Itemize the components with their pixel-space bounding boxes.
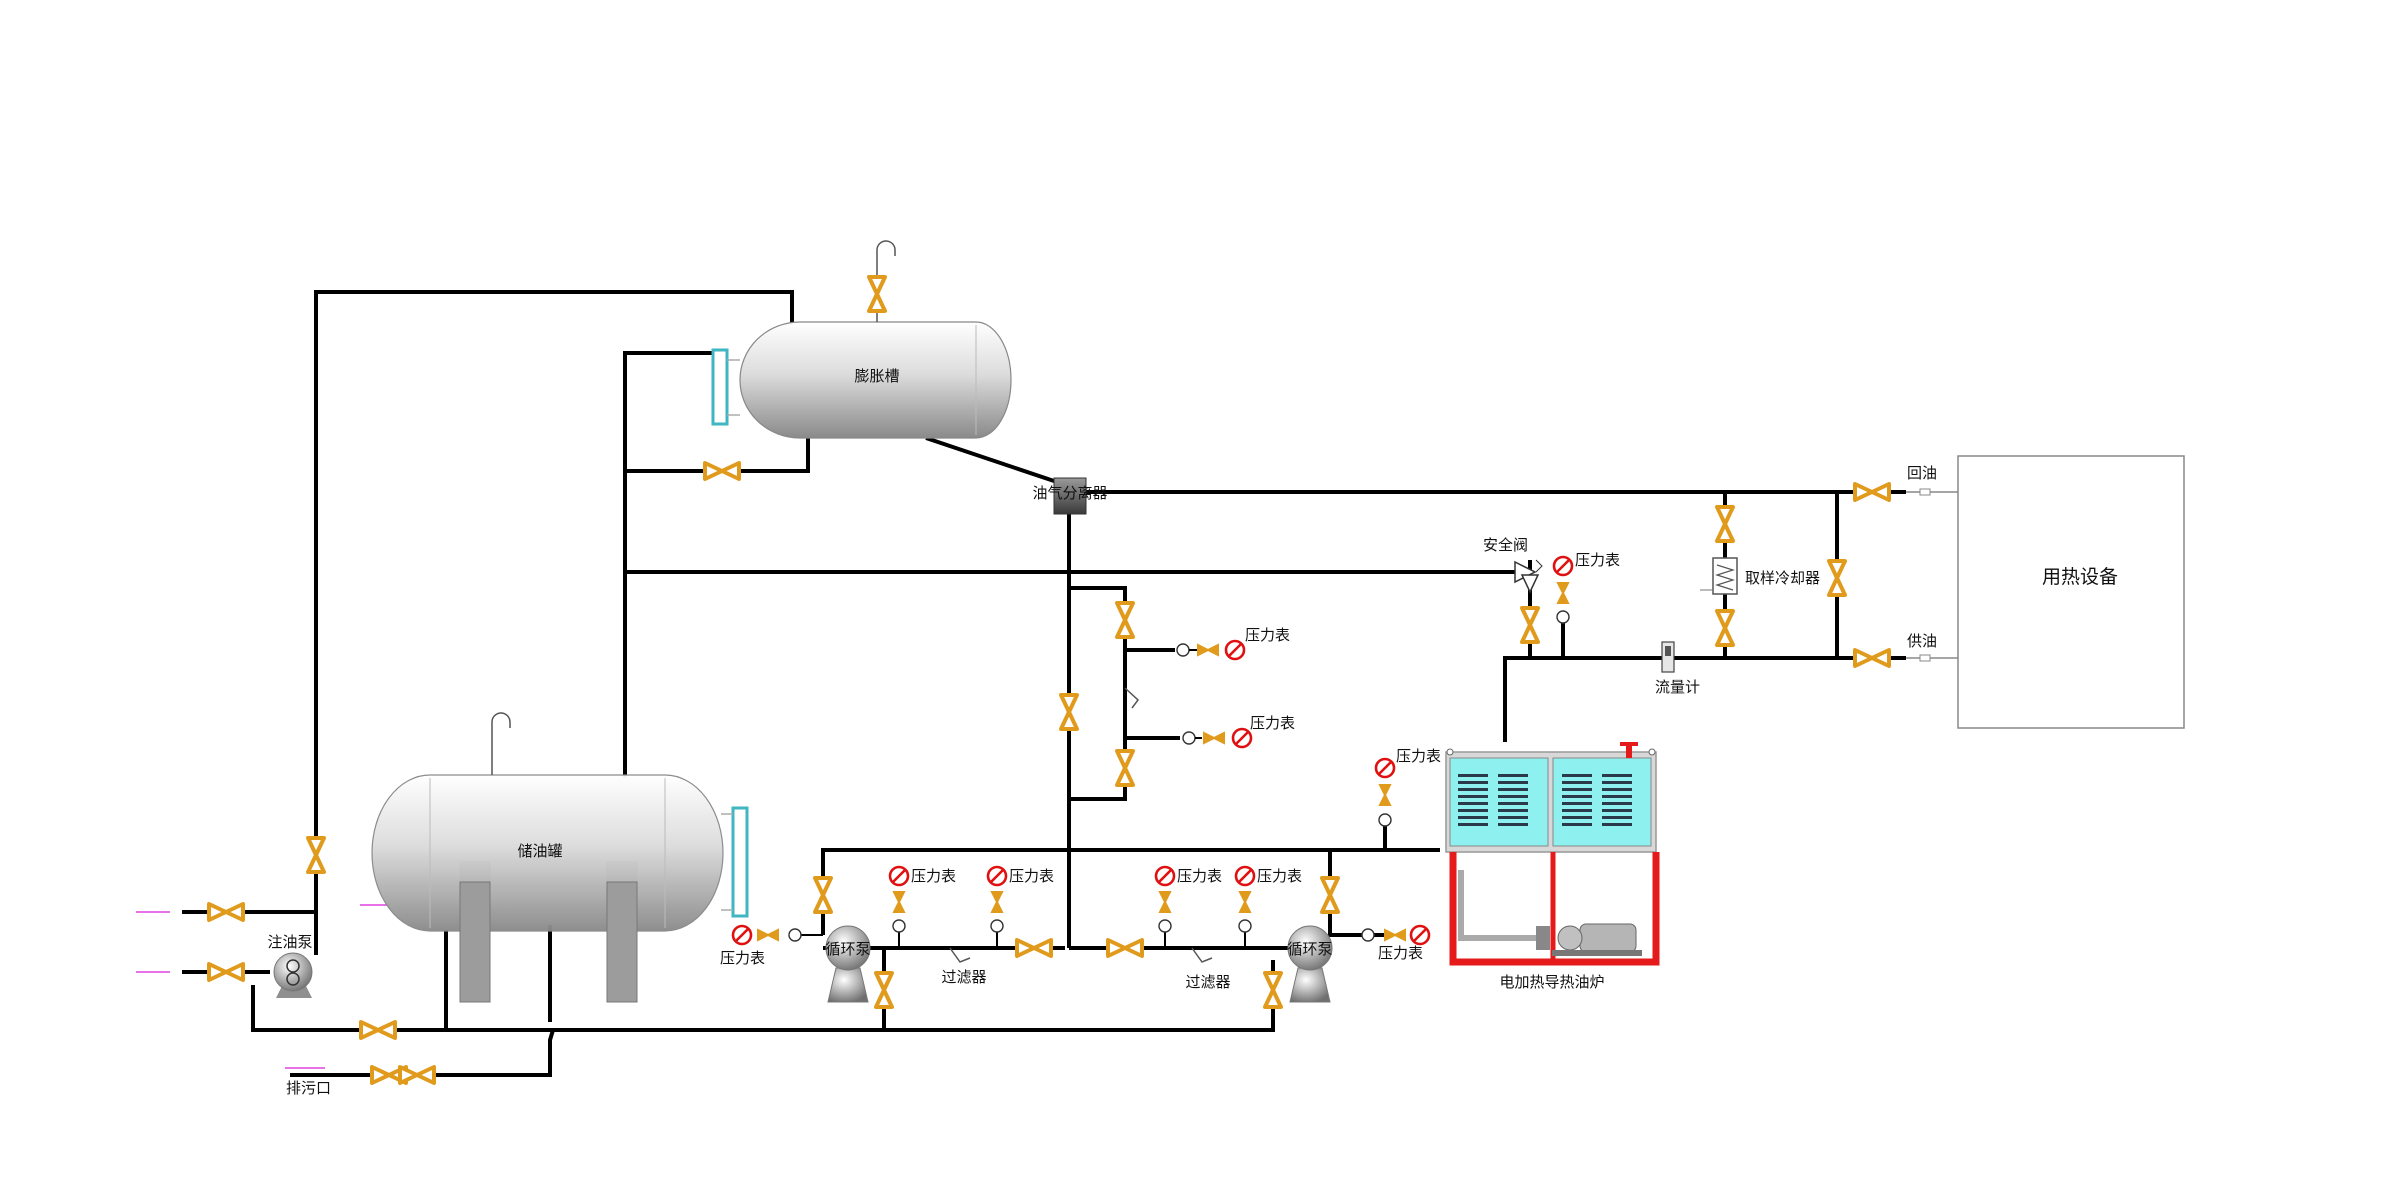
- injection-line-valve: [306, 836, 326, 874]
- pressure-gauge-pump2-a: 压力表: [1154, 865, 1222, 948]
- heat-equipment: 用热设备: [1957, 455, 2185, 729]
- electric-heater: 电加热导热油炉: [1445, 742, 1660, 991]
- supply-oil-connection: 供油: [1906, 632, 1958, 662]
- pressure-gauge-label: 压力表: [1257, 867, 1302, 885]
- oil-gas-separator: 油气分离器: [1032, 477, 1108, 515]
- return-oil-label: 回油: [1907, 464, 1937, 482]
- pipe-network: [182, 290, 1906, 1077]
- storage-tank: 储油罐: [371, 712, 724, 1003]
- sample-cooler: 取样冷却器: [1700, 557, 1820, 595]
- drain-valve-2: [398, 1065, 436, 1085]
- expansion-tank: 膨胀槽: [739, 240, 1012, 439]
- pressure-gauges: 压力表 压力表 压力表 压力表: [720, 551, 1620, 967]
- pressure-gauge-label: 压力表: [1250, 714, 1295, 732]
- flow-meter-label: 流量计: [1655, 678, 1700, 696]
- gauge-branch-valve-2: [1115, 749, 1135, 787]
- pressure-gauge-supply: 压力表: [1552, 551, 1620, 624]
- circulation-pump-2-label: 循环泵: [1287, 940, 1332, 958]
- filter-1: 过滤器: [941, 947, 987, 986]
- safety-valve-isolation: [1520, 606, 1540, 644]
- return-oil-connection: 回油: [1906, 464, 1958, 496]
- pressure-gauge-label: 压力表: [1245, 626, 1290, 644]
- circulation-pump-1-label: 循环泵: [825, 940, 870, 958]
- pressure-gauge-pump2-b: 压力表: [1234, 865, 1302, 948]
- return-oil-valve: [1853, 482, 1891, 502]
- inlet-valve-1: [207, 902, 245, 922]
- pressure-gauge-label: 压力表: [1009, 867, 1054, 885]
- check-valve: [1124, 687, 1140, 709]
- safety-valve-label: 安全阀: [1483, 536, 1528, 554]
- pressure-gauge-pump1-suction: 压力表: [720, 924, 823, 967]
- circulation-pump-1: 循环泵: [825, 925, 871, 1003]
- pressure-gauge-label: 压力表: [911, 867, 956, 885]
- pressure-gauge-branch-2: 压力表: [1182, 714, 1295, 749]
- bypass-valve: [1827, 559, 1847, 597]
- pump2-suction-valve: [1320, 876, 1340, 914]
- pressure-gauge-branch-1: 压力表: [1176, 626, 1290, 661]
- supply-oil-valve: [1853, 648, 1891, 668]
- pressure-gauge-label: 压力表: [1177, 867, 1222, 885]
- injection-pump: 注油泵: [267, 933, 313, 998]
- oil-gas-separator-label: 油气分离器: [1032, 484, 1107, 502]
- heater-label: 电加热导热油炉: [1499, 973, 1604, 991]
- pump1-suction-valve: [813, 876, 833, 914]
- pressure-gauge-label: 压力表: [1378, 944, 1423, 962]
- expansion-tank-label: 膨胀槽: [854, 367, 899, 385]
- return-line-valve: [359, 1020, 397, 1040]
- expansion-bypass-valve: [703, 461, 741, 481]
- pressure-gauge-label: 压力表: [720, 949, 765, 967]
- pressure-gauge-pump1-a: 压力表: [888, 865, 956, 948]
- inlet-stubs: [136, 904, 390, 1069]
- cooler-valve-bottom: [1715, 609, 1735, 647]
- filter-2: 过滤器: [1185, 947, 1231, 991]
- pressure-gauge-label: 压力表: [1396, 747, 1441, 765]
- cooler-valve-top: [1715, 505, 1735, 543]
- sample-cooler-label: 取样冷却器: [1745, 569, 1820, 587]
- heat-equipment-label: 用热设备: [2042, 566, 2118, 588]
- injection-pump-label: 注油泵: [267, 933, 312, 951]
- expansion-tank-level-gauge: [711, 348, 740, 426]
- pump1-bypass-valve: [874, 971, 894, 1009]
- storage-tank-level-gauge: [721, 806, 749, 918]
- inlet-valve-2: [207, 962, 245, 982]
- pump2-discharge-valve: [1106, 938, 1144, 958]
- filter-1-label: 过滤器: [941, 968, 986, 986]
- pump1-discharge-valve: [1015, 938, 1053, 958]
- pressure-gauge-pump1-b: 压力表: [986, 865, 1054, 948]
- pressure-gauge-pump2-discharge: 压力表: [1361, 924, 1431, 962]
- pressure-gauge-label: 压力表: [1575, 551, 1620, 569]
- pump2-bypass-valve: [1263, 971, 1283, 1009]
- vent-valve: [867, 275, 887, 313]
- circulation-pump-2: 循环泵: [1287, 925, 1333, 1003]
- separator-trunk-valve: [1059, 693, 1079, 731]
- supply-oil-label: 供油: [1907, 632, 1937, 650]
- safety-valve: 安全阀: [1483, 536, 1543, 594]
- flow-meter: 流量计: [1655, 641, 1700, 696]
- filter-2-label: 过滤器: [1185, 973, 1230, 991]
- storage-tank-label: 储油罐: [517, 842, 562, 860]
- pressure-gauge-heater: 压力表: [1374, 747, 1441, 827]
- drain-outlet-label: 排污口: [286, 1079, 331, 1097]
- gauge-branch-valve-1: [1115, 601, 1135, 639]
